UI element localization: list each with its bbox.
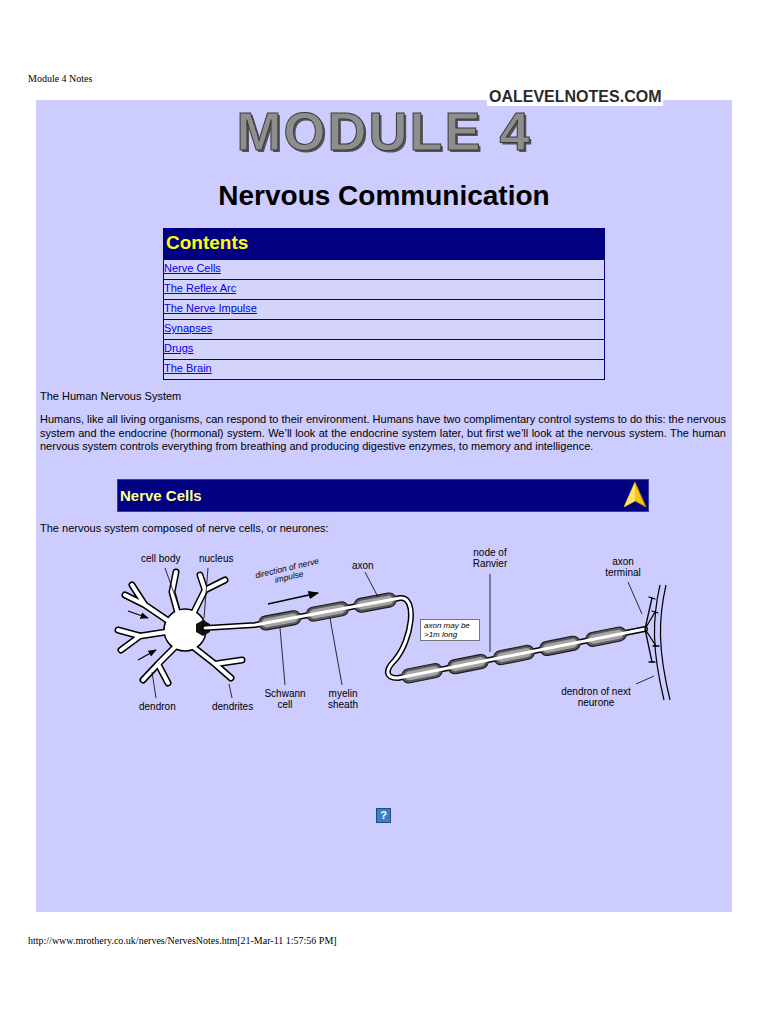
section-band: Nerve Cells [117, 479, 649, 512]
callout-box-text: axon may be >1m long [424, 621, 476, 639]
part-label: myelin sheath [316, 688, 370, 710]
axon-drawing [205, 598, 645, 678]
direction-arrow [268, 593, 318, 604]
page-heading: Nervous Communication [134, 180, 634, 212]
part-label: dendron of next neurone [546, 686, 646, 708]
contents-link-text: Drugs [164, 340, 604, 357]
contents-link: Drugs [163, 339, 605, 360]
section-heading: The Human Nervous System [40, 390, 181, 404]
part-label: dendron [139, 701, 176, 712]
page-header: Module 4 Notes [28, 73, 92, 84]
leader-lines [152, 568, 654, 698]
contents-link-text: The Brain [164, 360, 604, 377]
contents-link: The Nerve Impulse [163, 299, 605, 320]
contents-link-text: The Nerve Impulse [164, 300, 604, 317]
section-band-text: Nerve Cells [118, 480, 648, 511]
module-banner: MODULE 4 [134, 103, 634, 159]
part-label: dendrites [212, 701, 253, 712]
contents-link: Synapses [163, 319, 605, 340]
contents-link-text: Nerve Cells [164, 260, 604, 277]
body-paragraph: Humans, like all living organisms, can r… [40, 413, 726, 454]
contents-link: Nerve Cells [163, 259, 605, 280]
impulse-arrow [128, 611, 148, 618]
contents-link-text: The Reflex Arc [164, 280, 604, 297]
contents-link-text: Synapses [164, 320, 604, 337]
impulse-arrow [138, 650, 156, 660]
part-label: axon terminal [595, 556, 651, 578]
top-arrow-icon [622, 480, 648, 511]
page-footer: http://www.mrothery.co.uk/nerves/NervesN… [28, 935, 337, 946]
table-header: Contents [163, 228, 605, 259]
part-label: cell body [141, 553, 180, 564]
intro-sentence: The nervous system composed of nerve cel… [40, 522, 329, 536]
axon-terminal-drawing [645, 597, 659, 662]
part-label: nucleus [199, 553, 233, 564]
help-icon: ? [376, 808, 391, 823]
contents-link: The Reflex Arc [163, 279, 605, 300]
contents-link: The Brain [163, 359, 605, 380]
callout-box: axon may be >1m long [420, 619, 480, 641]
next-dendron-drawing [654, 585, 670, 700]
part-label: node of Ranvier [458, 547, 522, 569]
help-icon-text: ? [377, 809, 390, 821]
table-header-text: Contents [165, 230, 603, 255]
part-label: axon [352, 560, 374, 571]
part-label: Schwann cell [258, 688, 312, 710]
